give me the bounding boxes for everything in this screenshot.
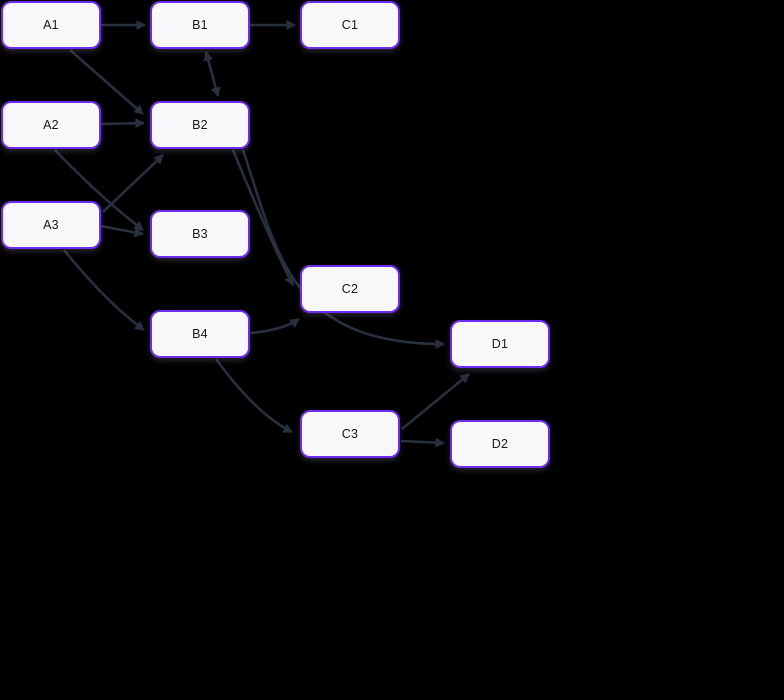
node-D2[interactable]: D2 [450, 420, 550, 468]
node-B4[interactable]: B4 [150, 310, 250, 358]
edge-B2-C2[interactable] [231, 149, 295, 286]
node-label: C1 [341, 18, 359, 32]
node-label: B2 [192, 118, 208, 132]
node-C2[interactable]: C2 [300, 265, 400, 313]
node-label: D2 [491, 437, 509, 451]
node-A3[interactable]: A3 [1, 201, 101, 249]
edge-A3-B4[interactable] [62, 249, 145, 332]
edge-B2-B1[interactable] [203, 51, 221, 97]
node-D1[interactable]: D1 [450, 320, 550, 368]
edge-C3-D1[interactable] [401, 372, 470, 431]
node-label: C3 [341, 427, 359, 441]
edge-B2-D1[interactable] [241, 149, 445, 349]
node-B1[interactable]: B1 [150, 1, 250, 49]
edge-A2-B3[interactable] [54, 149, 144, 232]
node-label: A3 [43, 218, 59, 232]
node-A2[interactable]: A2 [1, 101, 101, 149]
edge-A3-B3[interactable] [100, 224, 144, 238]
node-B3[interactable]: B3 [150, 210, 250, 258]
edge-A3-B2[interactable] [102, 154, 164, 213]
node-label: C2 [341, 282, 359, 296]
node-C1[interactable]: C1 [300, 1, 400, 49]
node-label: B1 [192, 18, 208, 32]
node-B2[interactable]: B2 [150, 101, 250, 149]
node-label: B4 [192, 327, 208, 341]
edge-B4-C2[interactable] [250, 317, 300, 335]
edge-B4-C3[interactable] [214, 358, 293, 434]
edge-A2-B2[interactable] [100, 118, 145, 129]
node-label: D1 [491, 337, 509, 351]
node-label: A1 [43, 18, 59, 32]
node-C3[interactable]: C3 [300, 410, 400, 458]
node-label: B3 [192, 227, 208, 241]
edge-A1-B2[interactable] [69, 49, 144, 115]
node-label: A2 [43, 118, 59, 132]
edge-C3-D2[interactable] [400, 437, 445, 448]
node-A1[interactable]: A1 [1, 1, 101, 49]
